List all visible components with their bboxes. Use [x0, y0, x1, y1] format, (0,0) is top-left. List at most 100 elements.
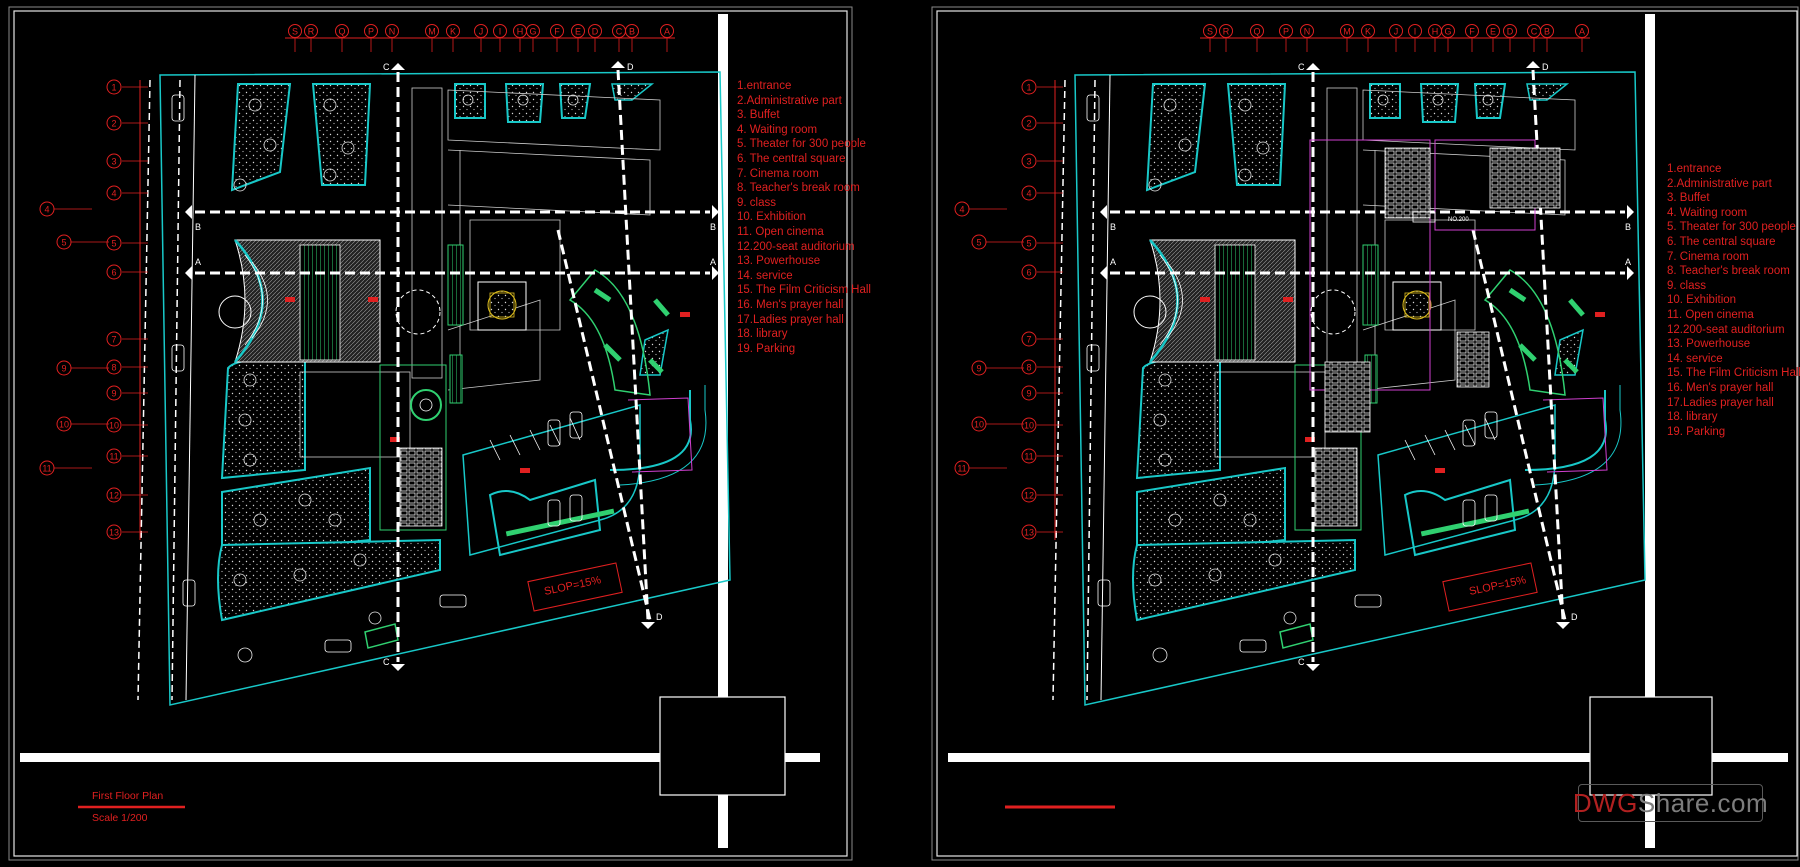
row-grid-bubble: 12: [106, 487, 148, 503]
row-grid-bubble: 7: [106, 331, 148, 347]
column-grid-label: B: [629, 27, 635, 37]
column-grid-bubble: A: [1575, 24, 1589, 52]
row-grid-label: 3: [111, 157, 116, 167]
legend-item: 6. The central square: [1667, 235, 1776, 248]
secondary-grid-label: 10: [974, 420, 984, 430]
column-grid-label: C: [1531, 27, 1538, 37]
secondary-grid-label: 10: [59, 420, 69, 430]
row-grid-label: 7: [111, 335, 116, 345]
legend-item: 6. The central square: [737, 152, 846, 165]
legend-item: 3. Buffet: [737, 109, 780, 122]
section-marker-label: A: [195, 257, 201, 267]
legend-item: 14. service: [737, 269, 793, 282]
column-grid-label: C: [616, 27, 623, 37]
secondary-grid-bubble: 4: [39, 201, 92, 217]
secondary-grid-bubble: 10: [971, 416, 1024, 432]
legend-item: 18. library: [1667, 411, 1718, 424]
legend-item: 11. Open cinema: [1667, 308, 1754, 321]
column-grid-label: M: [1343, 27, 1351, 37]
secondary-grid-label: 4: [959, 205, 964, 215]
legend-item: 4. Waiting room: [737, 123, 818, 136]
row-grid-bubble: 2: [106, 115, 148, 131]
secondary-grid-label: 4: [44, 205, 49, 215]
column-grid-label: S: [292, 27, 298, 37]
row-grid-label: 11: [109, 452, 118, 462]
row-grid-bubble: 7: [1021, 331, 1063, 347]
secondary-grid-bubble: 5: [971, 234, 1024, 250]
secondary-grid-bubble: 5: [56, 234, 109, 250]
column-grid-bubble: J: [1389, 24, 1403, 52]
row-grid-label: 5: [1026, 239, 1031, 249]
row-grid-label: 2: [111, 119, 116, 129]
row-grid-label: 12: [1024, 491, 1034, 501]
secondary-grid-bubble: 9: [971, 360, 1024, 376]
secondary-grid-label: 11: [42, 464, 51, 474]
legend-item: 2.Administrative part: [1667, 177, 1772, 190]
row-grid-bubble: 3: [1021, 153, 1063, 169]
column-grid-bubble: K: [446, 24, 460, 52]
column-grid-bubble: I: [493, 24, 507, 52]
column-grid-label: H: [517, 27, 524, 37]
legend-item: 12.200-seat auditorium: [1667, 323, 1785, 336]
column-grid-bubble: G: [526, 24, 540, 52]
column-grid-label: K: [450, 27, 456, 37]
legend-item: 1.entrance: [737, 80, 792, 92]
row-grid-label: 3: [1026, 157, 1031, 167]
column-grid-label: K: [1365, 27, 1371, 37]
column-grid-label: J: [479, 27, 484, 37]
section-marker-label: B: [710, 222, 716, 232]
row-grid-label: 12: [109, 491, 119, 501]
legend-item: 13. Powerhouse: [737, 255, 821, 268]
row-grid-bubble: 5: [1021, 235, 1063, 251]
slope-label-right: SLOP=15%: [1468, 574, 1527, 598]
row-grid-bubble: 8: [1021, 359, 1063, 375]
section-marker-label: D: [656, 612, 663, 622]
column-grid-bubble: F: [550, 24, 564, 52]
secondary-grid-bubble: 9: [56, 360, 109, 376]
secondary-grid-label: 5: [976, 238, 981, 248]
legend-item: 3. Buffet: [1667, 192, 1710, 205]
column-grid-bubble: J: [474, 24, 488, 52]
row-grid-label: 13: [1024, 528, 1034, 538]
row-grid-bubble: 4: [1021, 185, 1063, 201]
column-grid-label: J: [1394, 27, 1399, 37]
column-grid-bubble: P: [1279, 24, 1293, 52]
secondary-grid-label: 9: [61, 364, 66, 374]
row-grid-bubble: 1: [106, 79, 148, 95]
legend-item: 19. Parking: [737, 342, 796, 355]
secondary-grid-label: 5: [61, 238, 66, 248]
column-grid-bubble: M: [425, 24, 439, 52]
column-grid-label: D: [1507, 27, 1514, 37]
column-grid-bubble: N: [1300, 24, 1314, 52]
column-grid-bubble: S: [288, 24, 302, 52]
column-grid-label: Q: [1253, 27, 1260, 37]
column-grid-bubble: I: [1408, 24, 1422, 52]
column-grid-label: R: [1223, 27, 1230, 37]
column-grid-bubble: Q: [1250, 24, 1264, 52]
legend-item: 7. Cinema room: [737, 167, 819, 180]
row-grid-bubble: 13: [1021, 524, 1063, 540]
column-grid-bubble: Q: [335, 24, 349, 52]
plan-title: First Floor Plan: [92, 790, 164, 802]
row-grid-bubble: 6: [1021, 264, 1063, 280]
row-grid-bubble: 9: [1021, 385, 1063, 401]
column-grid-bubble: K: [1361, 24, 1375, 52]
section-marker-label: D: [1542, 62, 1549, 72]
row-grid-label: 13: [109, 528, 119, 538]
second-plan-drawing: [915, 0, 1645, 860]
row-grid-bubble: 9: [106, 385, 148, 401]
legend-item: 5. Theater for 300 people: [1667, 221, 1796, 234]
legend-item: 5. Theater for 300 people: [737, 138, 866, 151]
legend-item: 1.entrance: [1667, 163, 1722, 175]
column-grid-label: A: [1579, 27, 1585, 37]
secondary-grid-bubble: 10: [56, 416, 109, 432]
section-marker-label: D: [627, 62, 634, 72]
secondary-grid-label: 9: [976, 364, 981, 374]
row-grid-label: 10: [109, 421, 119, 431]
section-marker-label: A: [1625, 257, 1631, 267]
